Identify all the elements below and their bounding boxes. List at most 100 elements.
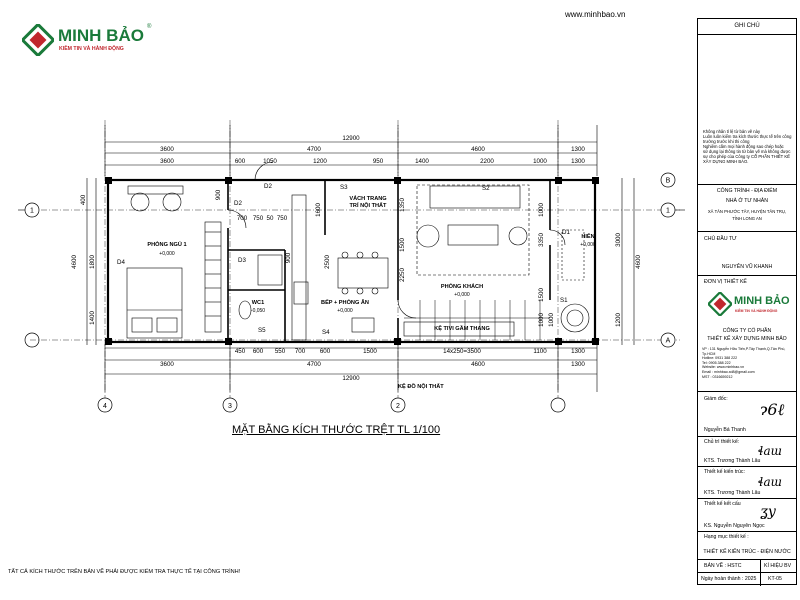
notes-area: Không nhân tỉ lệ từ bản vẽ này Luôn luôn…: [698, 35, 796, 185]
note-line: Nghiêm cấm mọi hành động sao chép hoặc: [703, 144, 784, 149]
sheet-code-label: KÍ HIỆU BV: [764, 563, 792, 569]
brand-slogan: KIỀM TIN VÀ HÀNH ĐỘNG: [59, 46, 124, 52]
arch-name: KTS. Trương Thành Lâu: [704, 490, 761, 496]
note-line: trường trước khi thi công: [703, 139, 750, 144]
dim-right: 4600: [635, 255, 642, 269]
designer-slogan: KIỀM TIN VÀ HÀNH ĐỘNG: [735, 309, 778, 313]
designer-section: ĐƠN VỊ THIẾT KẾ MINH BẢO KIỀM TIN VÀ HÀN…: [698, 276, 796, 392]
category-label: Hạng mục thiết kế :: [704, 534, 749, 540]
shelf-note-label: KỆ ĐỒ NỘI THẤT: [398, 382, 444, 390]
struct-label: Thiết kế kết cấu: [704, 501, 741, 507]
window-tag: S4: [322, 329, 330, 336]
dim-bottom-r1: 1300: [571, 348, 585, 355]
company-info-line: VP : 131 Nguyễn Hữu Tiến,P.Tây Thạnh,Q.T…: [702, 347, 786, 356]
company-logo: MINH BẢO ® KIỀM TIN VÀ HÀNH ĐỘNG: [22, 24, 152, 56]
note-line: Không nhân tỉ lệ từ bản vẽ này: [703, 129, 761, 134]
room-yard-level: +0,000: [580, 242, 596, 248]
dim-top-r3: 1000: [533, 158, 547, 165]
dim-left: 1400: [89, 311, 96, 325]
dim-bottom-r1: 600: [253, 348, 264, 355]
company-line2: THIẾT KẾ XÂY DỰNG MINH BẢO: [707, 336, 787, 342]
sheet-code: KT-05: [768, 576, 782, 582]
floor-plan-drawing: 1 1 2 3 4 A B 12900 3600 4700 4600 1300 …: [18, 120, 685, 413]
dim-right: 3000: [615, 233, 622, 247]
company-info-line: Hotline: 0931 388 222: [702, 356, 738, 361]
dim-bottom-r2: 1300: [571, 361, 585, 368]
grid-label-3: 3: [228, 403, 232, 410]
window-tag: S5: [258, 327, 266, 334]
dim-bottom-r1: 700: [295, 348, 306, 355]
dim-inner: 750: [253, 215, 264, 222]
dim-top-r2: 4700: [307, 146, 321, 153]
sheet-info: BẢN VẼ : HSTC KÍ HIỆU BV Ngày hoàn thành…: [698, 560, 796, 586]
dim-right: 1200: [615, 313, 622, 327]
project-address: XÃ TÂN PHƯỚC TÂY, HUYỆN TÂN TRỤ,: [707, 209, 787, 214]
grid-label-4: 4: [103, 403, 107, 410]
dim-bottom-r1: 600: [320, 348, 331, 355]
notes-header: GHI CHÚ: [734, 23, 760, 29]
sheet-label: BẢN VẼ : HSTC: [704, 563, 742, 569]
note-line: sự cho phép của Công ty CỔ PHẦN THIẾT KẾ: [703, 154, 790, 159]
dim-inner: 3350: [538, 233, 545, 247]
grid-label-2: 2: [396, 403, 400, 410]
grid-label-B: B: [666, 178, 671, 185]
chief-name: KTS. Trương Thành Lâu: [704, 458, 761, 464]
door-tag: D3: [238, 257, 246, 264]
room-kitchen-label: BẾP + PHÒNG ĂN: [321, 298, 369, 306]
dim-bottom-r2: 4700: [307, 361, 321, 368]
designer-label: ĐƠN VỊ THIẾT KẾ: [704, 279, 747, 285]
dim-inner: 1500: [399, 238, 406, 252]
owner-label: CHỦ ĐẦU TƯ: [704, 236, 737, 242]
dim-top-r3: 2200: [480, 158, 494, 165]
door-tag: D1: [562, 229, 570, 236]
designer-logo: MINH BẢO KIỀM TIN VÀ HÀNH ĐỘNG: [708, 292, 792, 318]
dim-inner: 1000: [538, 313, 545, 327]
company-line1: CÔNG TY CỔ PHẦN: [722, 328, 772, 334]
dim-top-r3: 950: [373, 158, 384, 165]
window-tag: S3: [340, 184, 348, 191]
dim-top-r3: 600: [235, 158, 246, 165]
dim-inner: 900: [215, 189, 222, 200]
dim-top-r3: 3600: [160, 158, 174, 165]
company-info-line: Website: www.minhbao.vn: [702, 365, 745, 370]
window-tag: S2: [482, 185, 490, 192]
room-bedroom-level: +0,000: [159, 251, 175, 257]
dim-left: 400: [80, 194, 87, 205]
dim-inner: 900: [285, 252, 292, 263]
director-label: Giám đốc:: [704, 396, 728, 402]
dim-top-r2: 3600: [160, 146, 174, 153]
dim-inner: 2250: [399, 268, 406, 282]
room-yard-label: HIÊN: [581, 232, 594, 240]
chief-signature: ɬaɯ: [758, 444, 782, 458]
dim-inner: 50: [267, 215, 274, 222]
project-section: CÔNG TRÌNH - ĐỊA ĐIỂM NHÀ Ở TƯ NHÂN XÃ T…: [698, 185, 796, 232]
dim-top-r3: 1300: [571, 158, 585, 165]
project-name: NHÀ Ở TƯ NHÂN: [726, 198, 768, 204]
door-tag: D4: [117, 259, 125, 266]
chief-label: Chủ trì thiết kế:: [704, 439, 740, 445]
struct-section: Thiết kế kết cấu ʓy KS. Nguyễn Nguyên Ng…: [698, 499, 796, 532]
dim-inner: 1000: [548, 313, 555, 327]
room-bedroom-label: PHÒNG NGỦ 1: [147, 240, 186, 248]
owner-name: NGUYỄN VŨ KHANH: [721, 264, 773, 270]
dim-inner: 1350: [399, 198, 406, 212]
window-tag: S1: [560, 297, 568, 304]
director-signature: ɂ6ℓ: [760, 400, 785, 419]
director-name: Nguyễn Bá Thanh: [704, 427, 746, 433]
struct-signature: ʓy: [760, 504, 776, 520]
director-section: Giám đốc: ɂ6ℓ Nguyễn Bá Thanh: [698, 392, 796, 437]
dim-bottom-total: 12900: [342, 375, 360, 382]
dim-bottom-r1: 550: [275, 348, 286, 355]
note-line: sử dụng lại thông tin từ bản vẽ mà không…: [703, 149, 791, 154]
dim-inner: 700: [237, 215, 248, 222]
chief-section: Chủ trì thiết kế: ɬaɯ KTS. Trương Thành …: [698, 437, 796, 467]
dim-inner: 1500: [538, 288, 545, 302]
dim-inner: 750: [277, 215, 288, 222]
dim-top-r2: 4600: [471, 146, 485, 153]
dim-top-r3: 1050: [263, 158, 277, 165]
dim-bottom-r2: 3600: [160, 361, 174, 368]
dim-left: 1800: [89, 255, 96, 269]
dim-bottom-r1: 14x250=3500: [443, 348, 481, 355]
project-province: TỈNH LONG AN: [732, 216, 762, 221]
